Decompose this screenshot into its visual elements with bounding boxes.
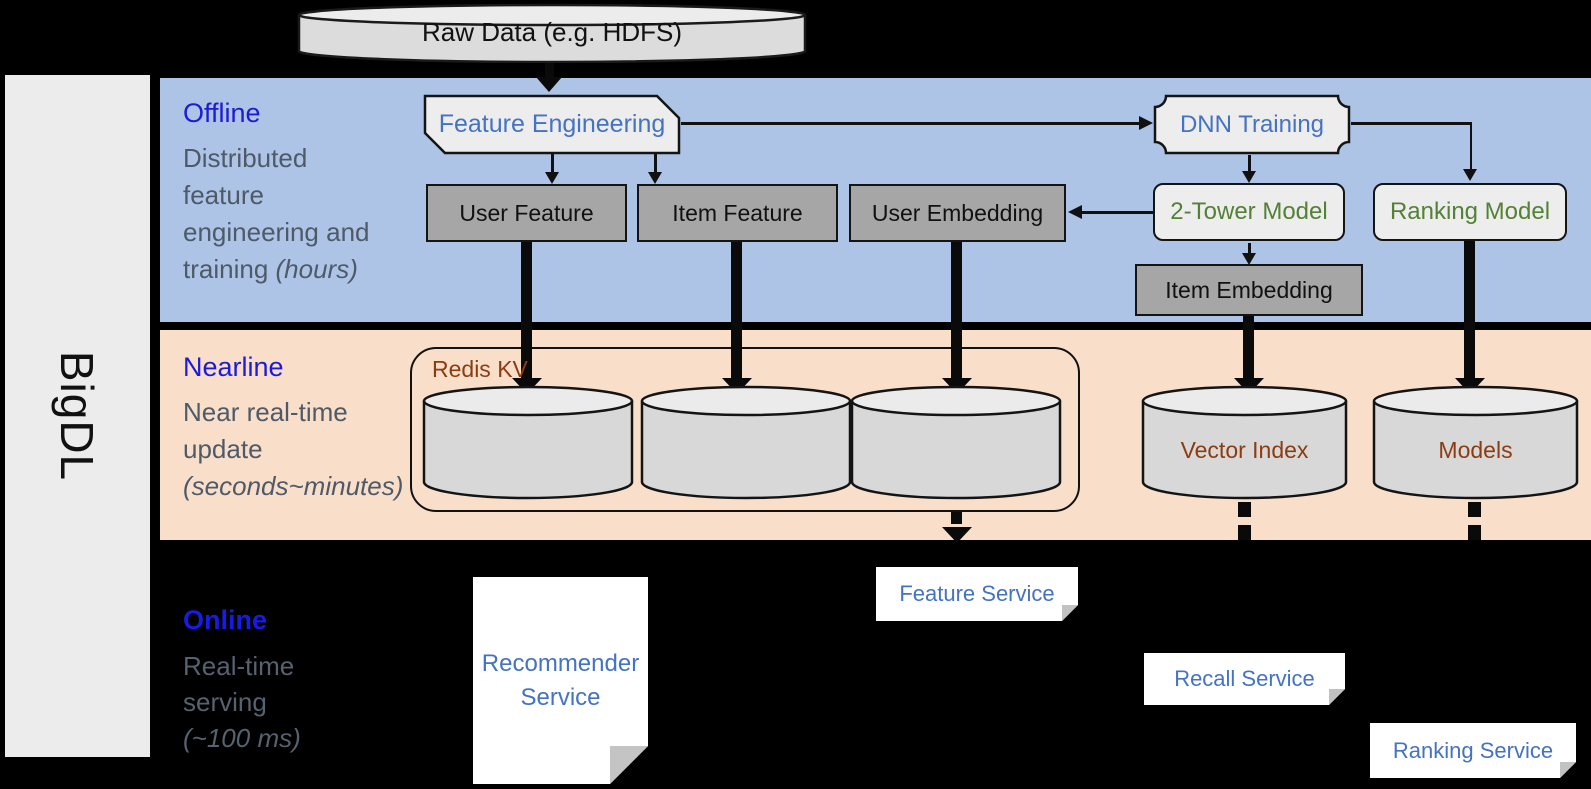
dash-models-2 <box>1468 525 1481 540</box>
vector-index-cylinder: Vector Index <box>1141 385 1348 500</box>
arrow-fe-to-itemfeature-head <box>648 172 662 184</box>
ranking-service-label: Ranking Service <box>1392 737 1554 763</box>
bigdl-logo-text: BigDL <box>51 350 104 482</box>
arrow-twotower-to-itemembedding-head <box>1242 253 1256 265</box>
online-desc-line1: Real-time <box>183 651 295 681</box>
arrow-twotower-to-userembedding-head <box>1068 205 1082 219</box>
vector-index-label: Vector Index <box>1180 436 1309 463</box>
arrow-fe-to-userfeature-line <box>551 153 554 172</box>
ranking-service-node: Ranking Service <box>1370 723 1576 778</box>
offline-title: Offline <box>183 98 261 128</box>
dash-vectorindex-1 <box>1238 502 1251 517</box>
item-feature-label: Item Feature <box>672 199 803 226</box>
offline-desc-line1: Distributed <box>183 143 308 173</box>
folded-corner <box>610 746 648 784</box>
arrow-twotower-to-itemembedding-line <box>1248 243 1251 254</box>
feature-engineering-node: Feature Engineering <box>423 94 681 155</box>
arrow-fe-to-dnn-head <box>1139 116 1153 130</box>
plaque-shape <box>423 94 681 155</box>
pipe-itemembedding-to-vectorindex-shaft <box>1243 316 1254 378</box>
arrow-fe-to-userfeature-head <box>545 172 559 184</box>
arrow-fe-to-itemfeature-line <box>654 153 657 172</box>
item-embedding-node: Item Embedding <box>1135 264 1363 316</box>
nearline-desc-line1: Near real-time <box>183 397 348 427</box>
online-desc-line2: serving <box>183 687 267 717</box>
nearline-desc-line2: update <box>183 434 263 464</box>
arrow-rawdata-to-fe-shaft <box>545 62 554 78</box>
online-description: Real-time serving (~100 ms) <box>183 648 301 756</box>
folded-corner <box>1329 689 1345 705</box>
bigdl-sidebar: BigDL <box>5 75 150 757</box>
cylinder-shape <box>640 385 852 500</box>
models-label: Models <box>1438 436 1513 463</box>
dash-vectorindex-2 <box>1238 525 1251 540</box>
arrow-dnn-to-ranking-vline <box>1469 122 1472 170</box>
dnn-training-node: DNN Training <box>1153 94 1351 155</box>
arrow-twotower-to-userembedding-line <box>1082 211 1153 214</box>
pipe-userembedding-to-kv-shaft <box>951 242 962 378</box>
user-embedding-node: User Embedding <box>849 184 1066 242</box>
user-feature-node: User Feature <box>426 184 627 242</box>
dnn-training-label: DNN Training <box>1179 110 1325 138</box>
feature-engineering-label: Feature Engineering <box>438 110 666 138</box>
folded-corner <box>1062 605 1078 621</box>
redis-kv-label: Redis KV <box>432 356 528 382</box>
recall-service-label: Recall Service <box>1174 666 1315 691</box>
user-embedding-label: User Embedding <box>871 199 1044 226</box>
raw-data-cylinder: Raw Data (e.g. HDFS) <box>297 3 807 63</box>
kv-cylinder-3 <box>850 385 1062 500</box>
models-cylinder: Models <box>1372 385 1579 500</box>
raw-data-label: Raw Data (e.g. HDFS) <box>421 17 683 47</box>
offline-desc-line3: engineering and <box>183 217 370 247</box>
arrow-dnn-to-ranking-head <box>1463 169 1477 181</box>
online-desc-line3: (~100 ms) <box>183 723 301 753</box>
pipe-itemfeature-to-kv-shaft <box>731 242 742 378</box>
dash-models-1 <box>1468 502 1481 517</box>
user-feature-label: User Feature <box>459 199 594 226</box>
pipe-rankingmodel-to-models-shaft <box>1464 240 1475 378</box>
nearline-description: Near real-time update (seconds~minutes) <box>183 394 403 505</box>
arrow-dnn-to-twotower-head <box>1242 171 1256 183</box>
online-title: Online <box>183 605 268 635</box>
item-feature-node: Item Feature <box>637 184 838 242</box>
two-tower-model-node: 2-Tower Model <box>1153 183 1345 241</box>
arrow-rawdata-to-fe-head <box>536 77 562 92</box>
arrow-redis-to-featureservice-shaft <box>951 512 962 524</box>
offline-desc-line2: feature <box>183 180 264 210</box>
folded-corner <box>1560 762 1576 778</box>
cylinder-shape <box>850 385 1062 500</box>
nearline-title: Nearline <box>183 352 284 382</box>
offline-description: Distributed feature engineering and trai… <box>183 140 370 288</box>
ranking-model-label: Ranking Model <box>1389 198 1551 225</box>
cylinder-shape <box>422 385 634 500</box>
arrow-dnn-to-twotower-line <box>1248 155 1251 172</box>
recommender-service-node: Recommender Service <box>473 577 648 784</box>
cylinder-shape <box>297 3 807 63</box>
kv-cylinder-2 <box>640 385 852 500</box>
arrow-redis-to-featureservice-head <box>942 527 972 543</box>
recall-service-node: Recall Service <box>1144 653 1345 705</box>
recommender-service-label: Recommender Service <box>481 649 640 711</box>
pipe-userfeature-to-kv-shaft <box>521 242 532 378</box>
offline-desc-line4: training (hours) <box>183 254 358 284</box>
cylinder-shape <box>1372 385 1579 500</box>
plaque-shape <box>1153 94 1351 155</box>
feature-service-label: Feature Service <box>899 581 1055 606</box>
ranking-model-node: Ranking Model <box>1373 183 1567 241</box>
arrow-fe-to-dnn-line <box>681 122 1140 125</box>
feature-service-node: Feature Service <box>876 567 1078 621</box>
arrow-dnn-to-ranking-hline <box>1351 122 1472 125</box>
item-embedding-label: Item Embedding <box>1165 276 1333 303</box>
nearline-desc-line3: (seconds~minutes) <box>183 471 404 501</box>
two-tower-model-label: 2-Tower Model <box>1170 198 1328 225</box>
redis-kv-container <box>410 347 1080 512</box>
kv-cylinder-1 <box>422 385 634 500</box>
cylinder-shape <box>1141 385 1348 500</box>
